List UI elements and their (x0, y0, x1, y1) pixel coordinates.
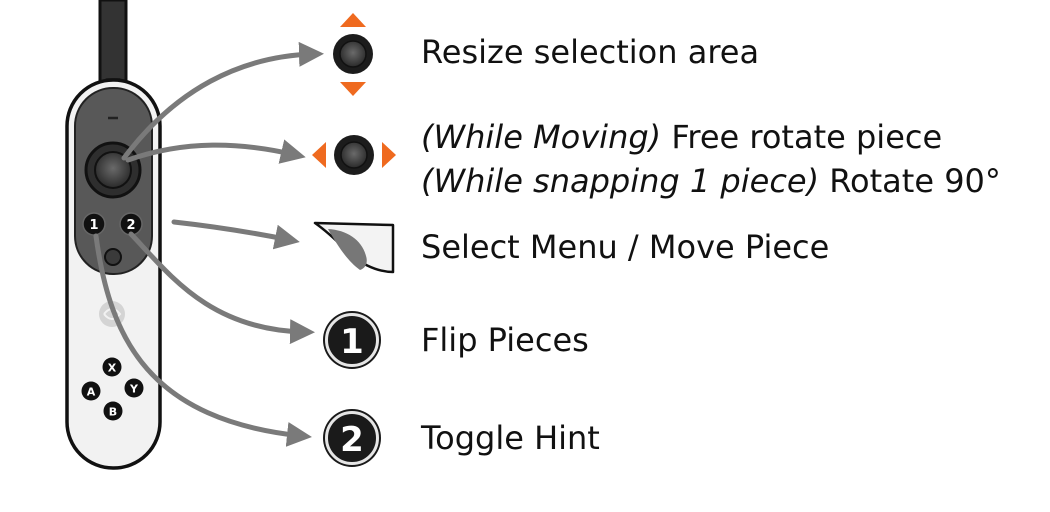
face-button-a-label: A (87, 386, 96, 399)
controller: 1 2 X Y A B (65, 0, 162, 470)
face-button-b: B (103, 401, 123, 421)
stick-left-right-icon (312, 135, 396, 175)
face-button-x-label: X (108, 362, 117, 375)
home-button (104, 248, 122, 266)
label-rotate-90-condition: (While snapping 1 piece) (421, 162, 820, 200)
arrow-flip (128, 231, 315, 345)
arrow-hint (93, 233, 312, 447)
arrow-resize (121, 41, 324, 161)
button-2-icon: 2 (323, 409, 381, 467)
face-button-b-label: B (109, 406, 117, 419)
button-1-icon-label: 1 (340, 322, 364, 362)
label-free-rotate: (While Moving) Free rotate piece (421, 118, 942, 156)
button-1: 1 (82, 212, 106, 236)
label-resize-selection: Resize selection area (421, 33, 760, 71)
button-1-icon: 1 (323, 311, 381, 369)
face-button-y: Y (124, 378, 144, 398)
face-button-y-label: Y (129, 383, 139, 396)
label-rotate-90: (While snapping 1 piece) Rotate 90° (421, 162, 1001, 200)
label-free-rotate-action: Free rotate piece (661, 118, 943, 156)
stick-up-down-icon (333, 13, 373, 96)
button-2-icon-label: 2 (340, 420, 364, 460)
arrow-rotate (125, 139, 306, 164)
button-2-label: 2 (126, 218, 135, 233)
arrow-select (171, 219, 300, 250)
face-button-a: A (81, 381, 101, 401)
label-flip-pieces: Flip Pieces (421, 321, 589, 359)
trigger-icon (313, 221, 395, 274)
label-free-rotate-condition: (While Moving) (421, 118, 662, 156)
face-button-x: X (102, 357, 122, 377)
button-1-label: 1 (89, 218, 98, 233)
touchpad-stick (94, 151, 132, 189)
controller-strap (98, 0, 128, 88)
label-rotate-90-action: Rotate 90° (819, 162, 1001, 200)
label-select-menu: Select Menu / Move Piece (421, 228, 830, 266)
label-toggle-hint: Toggle Hint (421, 419, 600, 457)
arrows (93, 41, 324, 447)
